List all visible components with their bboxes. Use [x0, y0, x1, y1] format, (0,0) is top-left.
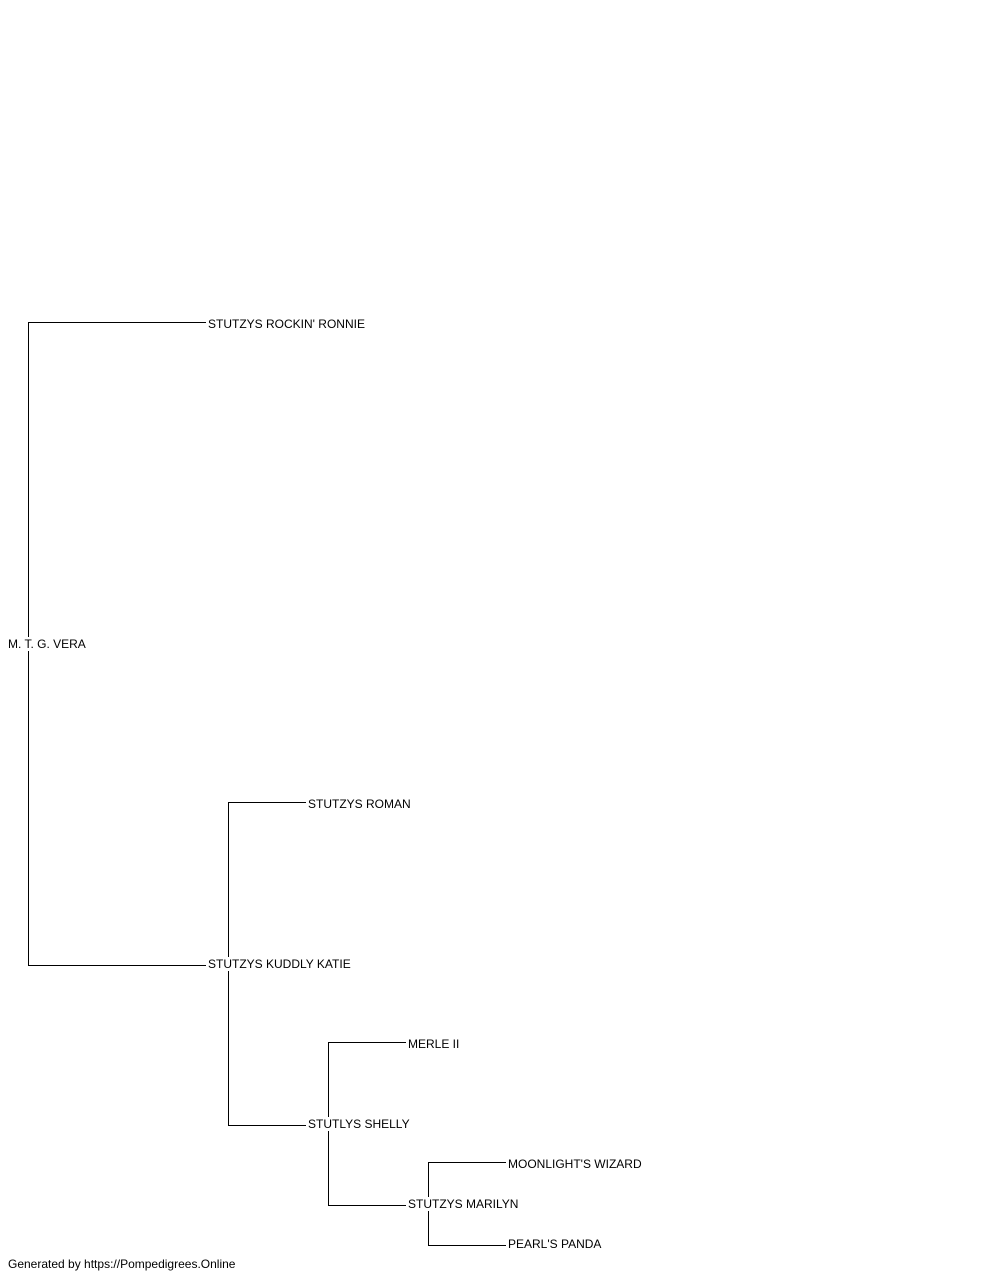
node-dam-dam-sire: MERLE II — [408, 1037, 461, 1051]
node-dam-sire: STUTZYS ROMAN — [308, 797, 412, 811]
node-dam-dam: STUTLYS SHELLY — [308, 1117, 411, 1131]
generated-by-footer: Generated by https://Pompedigrees.Online — [8, 1257, 236, 1271]
node-dam-dam-dam: STUTZYS MARILYN — [408, 1197, 520, 1211]
node-dam-dam-dam-sire: MOONLIGHT'S WIZARD — [508, 1157, 643, 1171]
node-dam: STUTZYS KUDDLY KATIE — [208, 957, 352, 971]
node-sire: STUTZYS ROCKIN' RONNIE — [208, 317, 366, 331]
node-dam-dam-dam-dam: PEARL'S PANDA — [508, 1237, 603, 1251]
node-subject: M. T. G. VERA — [8, 637, 87, 651]
